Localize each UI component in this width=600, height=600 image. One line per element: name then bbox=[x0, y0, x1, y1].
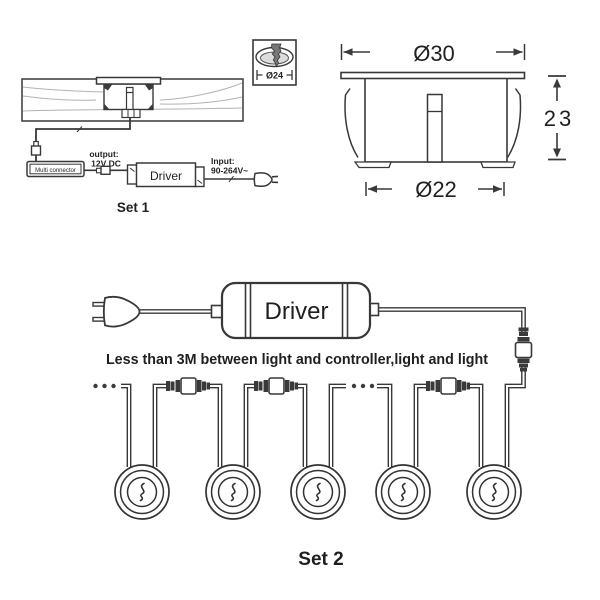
deck-light-4 bbox=[375, 464, 431, 520]
cable-tick bbox=[76, 126, 83, 133]
cable-connector bbox=[30, 140, 42, 156]
set2-diagram: Driver Less than 3M between light and co… bbox=[92, 281, 533, 570]
output-label-line1: output: bbox=[89, 149, 118, 159]
drill-diameter-label: Ø24 bbox=[266, 71, 283, 81]
driver-label-set2: Driver bbox=[265, 298, 329, 325]
drill-hole-box: Ø24 bbox=[252, 39, 297, 86]
center-cylinder bbox=[426, 93, 443, 163]
fixture-pin bbox=[125, 86, 134, 111]
dim-bottom-diameter: Ø22 bbox=[365, 177, 505, 202]
foot-right bbox=[480, 161, 516, 169]
fixture-flange bbox=[95, 76, 162, 85]
set2-label: Set 2 bbox=[298, 549, 343, 570]
recessed-light-cross-section bbox=[95, 76, 162, 119]
drill-dimension: Ø24 bbox=[256, 69, 293, 81]
set1-label: Set 1 bbox=[117, 200, 150, 215]
dim-height: 23 bbox=[544, 75, 574, 161]
dc-connector-vertical bbox=[514, 326, 533, 373]
spring-clip-left bbox=[344, 88, 359, 158]
multi-connector-label: Multi connector bbox=[35, 168, 76, 174]
continuation-dots-left bbox=[93, 383, 116, 389]
driver-label-set1: Driver bbox=[150, 169, 182, 183]
output-label-line2: 12V DC bbox=[91, 159, 121, 169]
deck-light-3 bbox=[290, 464, 346, 520]
dim-top-diameter: Ø30 bbox=[340, 41, 526, 66]
cable-runs-inner bbox=[121, 308, 525, 467]
height-label: 23 bbox=[544, 106, 574, 131]
dc-connector-2 bbox=[253, 377, 299, 395]
multi-connector-box: Multi connector bbox=[26, 160, 85, 178]
fixture-flange-top bbox=[340, 71, 526, 80]
driver-box-set2: Driver bbox=[210, 281, 380, 340]
driver-box-set1: Driver bbox=[126, 162, 205, 188]
drill-bit-icon bbox=[271, 43, 282, 68]
dc-plug bbox=[100, 165, 111, 176]
fixture-side-view bbox=[340, 71, 526, 169]
dc-connector-1 bbox=[165, 377, 211, 395]
deck-light-2 bbox=[205, 464, 261, 520]
bottom-diameter-label: Ø22 bbox=[415, 177, 457, 202]
foot-left bbox=[353, 161, 392, 169]
top-diameter-label: Ø30 bbox=[413, 41, 455, 66]
spring-clip-right bbox=[506, 88, 522, 158]
deck-light-5 bbox=[466, 464, 522, 520]
distance-note: Less than 3M between light and controlle… bbox=[106, 352, 488, 368]
plug-body bbox=[102, 295, 141, 328]
fixture-dimension-drawing: Ø30 Ø22 23 bbox=[340, 41, 574, 202]
input-label-line2: 90-264V~ bbox=[211, 166, 248, 176]
driver-inlet-nub bbox=[210, 304, 223, 319]
dc-connector-3 bbox=[425, 377, 471, 395]
continuation-dots-middle bbox=[351, 383, 375, 389]
cable-gland bbox=[121, 108, 141, 119]
set1-diagram: Multi connector output: 12V DC Driver In… bbox=[21, 76, 279, 215]
deck-light-1 bbox=[114, 464, 170, 520]
power-plug-set2 bbox=[92, 295, 141, 328]
power-plug-set1 bbox=[253, 172, 279, 187]
input-label-line1: Input: bbox=[211, 156, 235, 166]
